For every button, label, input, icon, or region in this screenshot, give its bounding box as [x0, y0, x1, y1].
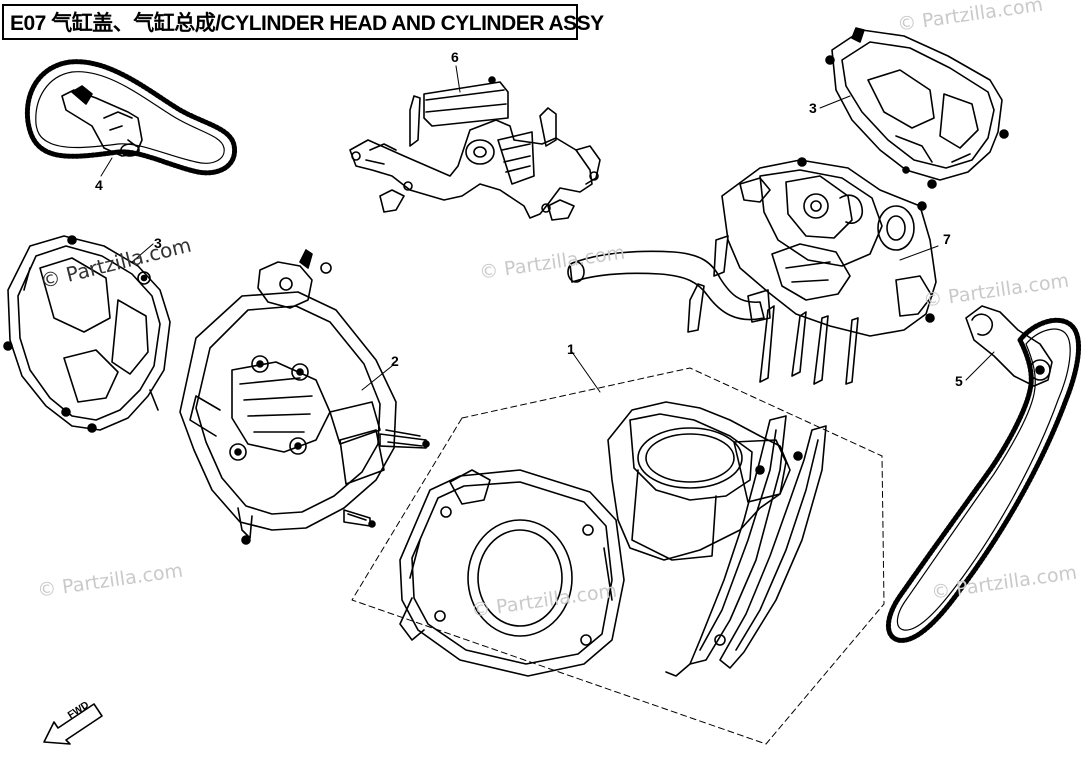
part-3-head-cover-top — [825, 27, 1009, 189]
callout-part-7: 7 — [943, 231, 951, 247]
fwd-arrow-icon: FWD — [40, 696, 110, 746]
part-6-intake-manifold — [349, 76, 601, 221]
part-5-camshaft-chain — [886, 305, 1082, 643]
part-4-camshaft-chain — [24, 59, 237, 176]
callout-part-3-top: 3 — [809, 100, 817, 116]
callout-part-1: 1 — [567, 341, 575, 357]
part-3-head-cover-left — [3, 235, 171, 433]
callout-part-3-left: 3 — [154, 235, 162, 251]
diagram-title-box: E07 气缸盖、气缸总成/CYLINDER HEAD AND CYLINDER … — [2, 4, 604, 40]
part-2-cylinder-head-front — [179, 249, 430, 545]
part-7-cylinder-head-rear — [567, 157, 937, 385]
callout-part-2: 2 — [391, 353, 399, 369]
diagram-title: E07 气缸盖、气缸总成/CYLINDER HEAD AND CYLINDER … — [10, 12, 604, 35]
part-1-cylinder-assy — [351, 367, 885, 745]
callout-part-6: 6 — [451, 49, 459, 65]
callout-leader-lines — [100, 65, 995, 393]
callout-part-4: 4 — [95, 177, 103, 193]
callout-part-5: 5 — [955, 373, 963, 389]
